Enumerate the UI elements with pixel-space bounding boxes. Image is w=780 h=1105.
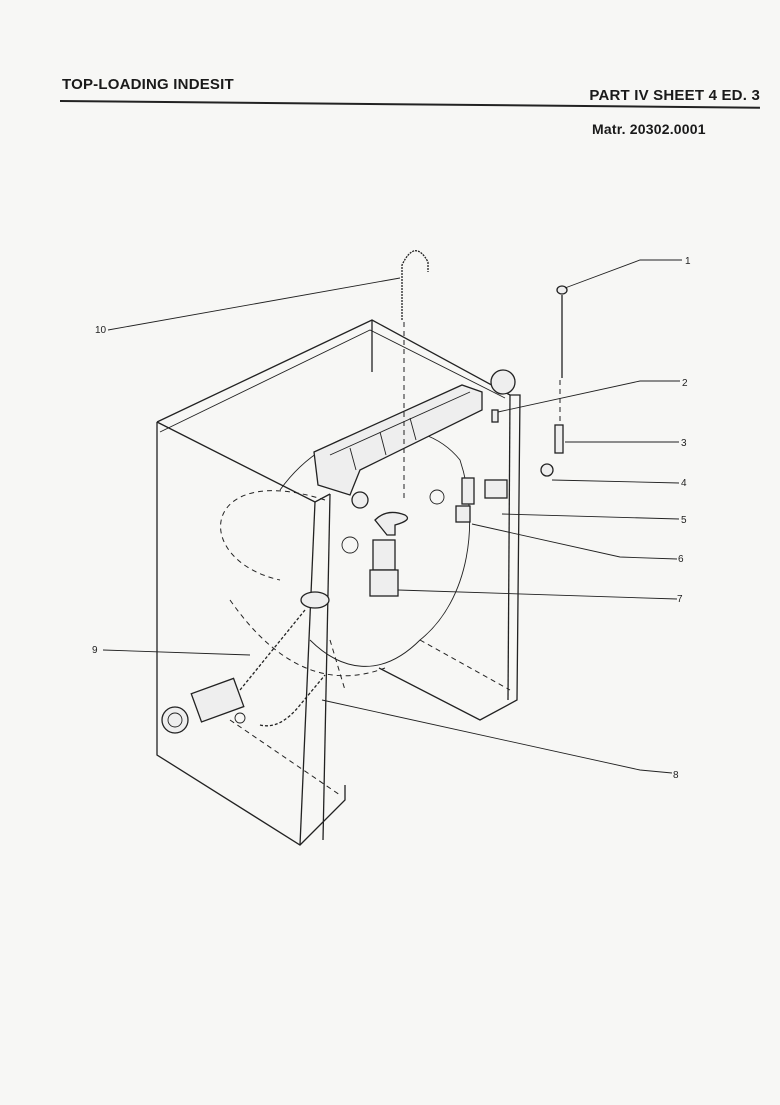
callout-5: 5: [681, 515, 687, 526]
callout-2: 2: [682, 378, 688, 389]
inlet-parts: [341, 285, 568, 597]
callout-3: 3: [681, 438, 687, 449]
callout-7: 7: [677, 594, 683, 605]
detergent-drawer: [313, 384, 483, 496]
callout-10: 10: [95, 325, 107, 336]
callout-9: 9: [92, 645, 98, 656]
callout-8: 8: [673, 770, 679, 781]
pump-assembly: [161, 591, 330, 734]
callout-6: 6: [678, 554, 684, 565]
callout-1: 1: [685, 256, 691, 267]
sheet-reference: PART IV SHEET 4 ED. 3: [589, 87, 760, 104]
material-number: Matr. 20302.0001: [592, 121, 706, 137]
document-title: TOP-LOADING INDESIT: [62, 76, 234, 93]
callout-4: 4: [681, 478, 687, 489]
drain-hook-hose: [401, 250, 429, 500]
leader-lines: [102, 259, 682, 774]
callout-numbers: 1 2 3 4 5 6 7 8 9 10: [92, 256, 691, 781]
